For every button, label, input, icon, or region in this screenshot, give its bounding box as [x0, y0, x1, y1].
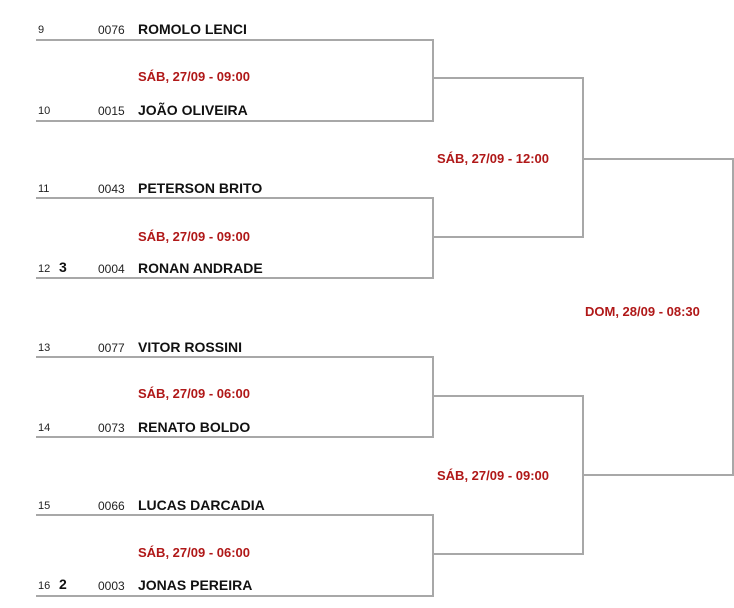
- seed-number: 14: [38, 422, 51, 434]
- bracket-line: [432, 356, 434, 438]
- player-code: 0004: [98, 262, 125, 276]
- bracket-line: [732, 158, 734, 476]
- seed-number: 16: [38, 580, 51, 592]
- bracket-line: [36, 39, 434, 41]
- match-time-r1-3: SÁB, 27/09 - 06:00: [138, 386, 251, 401]
- bracket-line: [36, 197, 434, 199]
- match-time-r2-1: SÁB, 27/09 - 12:00: [437, 151, 550, 166]
- bracket-line: [434, 77, 584, 79]
- bracket-line: [584, 474, 734, 476]
- match-time-final: DOM, 28/09 - 08:30: [585, 304, 700, 319]
- player-name: ROMOLO LENCI: [138, 21, 247, 37]
- seed-number: 15: [38, 500, 51, 512]
- bracket-line: [434, 553, 584, 555]
- bracket-line: [582, 395, 584, 555]
- player-name: VITOR ROSSINI: [138, 339, 242, 355]
- player-name: JOÃO OLIVEIRA: [138, 102, 248, 118]
- player-name: JONAS PEREIRA: [138, 577, 253, 593]
- bracket-line: [432, 39, 434, 122]
- player-code: 0077: [98, 341, 125, 355]
- seed-mark: 2: [59, 576, 67, 592]
- seed-number: 13: [38, 342, 51, 354]
- bracket-line: [582, 77, 584, 238]
- bracket-line: [36, 595, 434, 597]
- match-time-r1-4: SÁB, 27/09 - 06:00: [138, 545, 251, 560]
- bracket-line: [36, 514, 434, 516]
- player-code: 0076: [98, 23, 125, 37]
- player-code: 0003: [98, 579, 125, 593]
- seed-mark: 3: [59, 259, 67, 275]
- seed-number: 12: [38, 263, 51, 275]
- seed-number: 10: [38, 105, 51, 117]
- player-name: PETERSON BRITO: [138, 180, 263, 196]
- bracket-line: [432, 197, 434, 279]
- bracket-line: [36, 356, 434, 358]
- match-time-r1-2: SÁB, 27/09 - 09:00: [138, 229, 251, 244]
- player-name: RONAN ANDRADE: [138, 260, 263, 276]
- player-code: 0043: [98, 182, 125, 196]
- player-code: 0066: [98, 499, 125, 513]
- bracket-line: [434, 395, 584, 397]
- bracket-line: [434, 236, 584, 238]
- bracket-line: [36, 120, 434, 122]
- player-code: 0015: [98, 104, 125, 118]
- player-code: 0073: [98, 421, 125, 435]
- player-name: LUCAS DARCADIA: [138, 497, 265, 513]
- match-time-r2-2: SÁB, 27/09 - 09:00: [437, 468, 550, 483]
- bracket-line: [584, 158, 734, 160]
- seed-number: 11: [38, 183, 50, 195]
- bracket-line: [36, 436, 434, 438]
- bracket-line: [432, 514, 434, 597]
- seed-number: 9: [38, 24, 45, 36]
- bracket-line: [36, 277, 434, 279]
- match-time-r1-1: SÁB, 27/09 - 09:00: [138, 69, 251, 84]
- player-name: RENATO BOLDO: [138, 419, 251, 435]
